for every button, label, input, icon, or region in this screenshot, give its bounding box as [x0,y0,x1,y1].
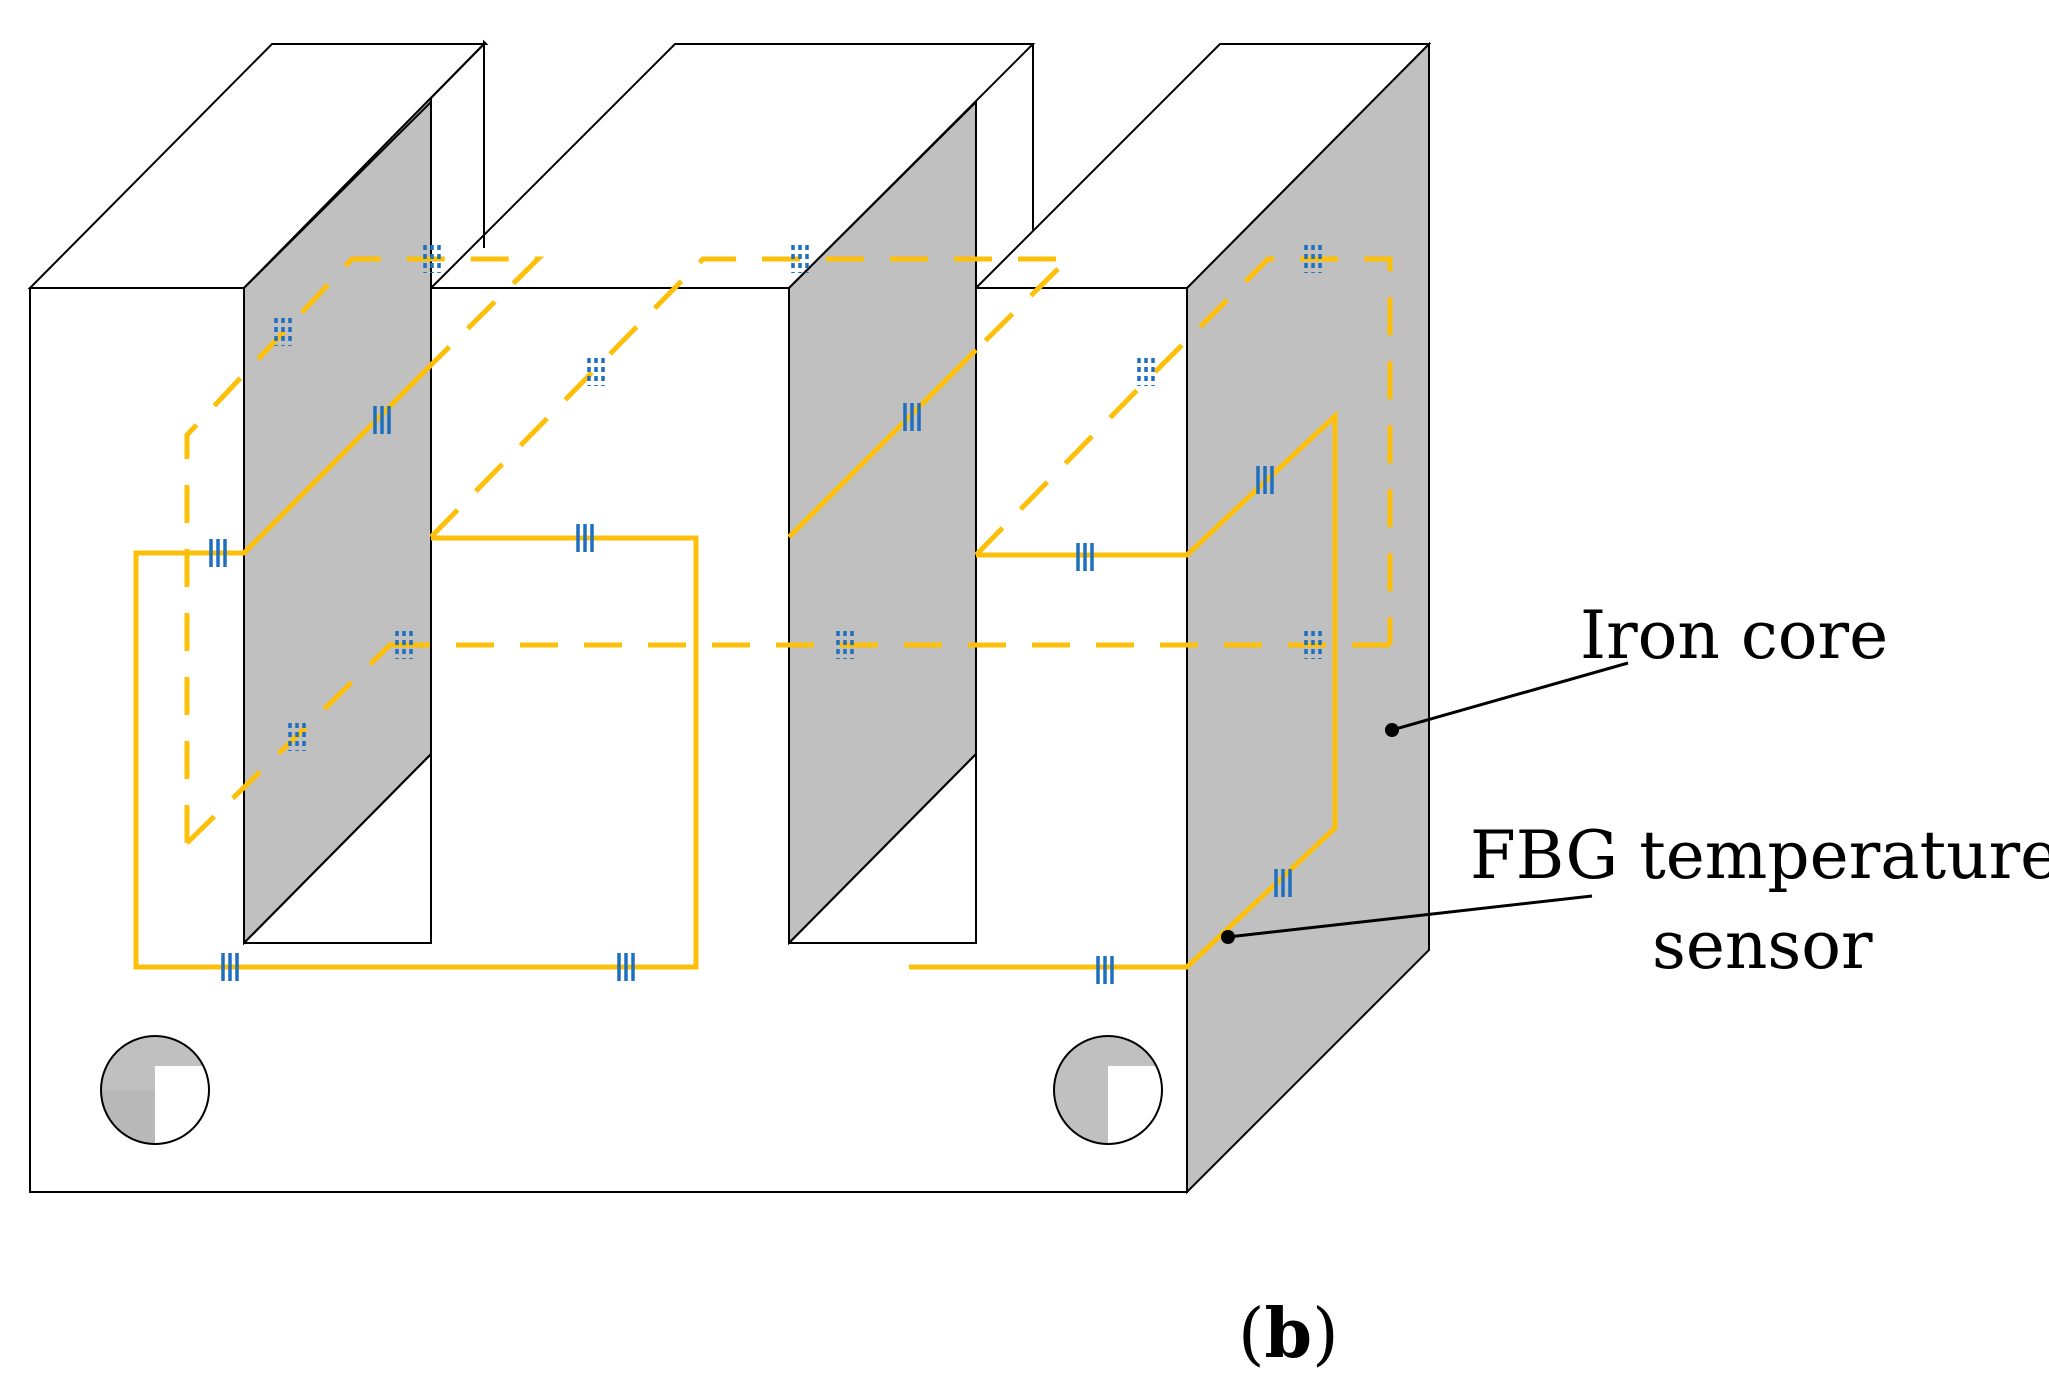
grating-mark-icon [423,245,441,273]
grating-mark-icon [836,631,854,659]
visible-middle-diagonal [787,348,978,539]
leader-dot-icon [1221,930,1235,944]
iron-core-callout: Iron core [1385,597,1888,737]
grating-mark-icon [576,524,594,552]
grating-mark-icon [1274,869,1292,897]
grating-mark-icon [221,953,239,981]
grating-mark-icon [1096,956,1114,984]
grating-mark-icon [1304,245,1322,273]
sensor-marks-solid [209,403,1292,984]
grating-mark-icon [1304,631,1322,659]
hidden-loop-middle [429,256,1075,539]
core-front-face [29,287,1188,1193]
grating-mark-icon [1076,543,1094,571]
hidden-loop-left [184,256,545,843]
panel-label-letter: b [1265,1294,1313,1374]
panel-label-open: ( [1238,1295,1265,1374]
fbg-sensor-callout: FBG temperature sensor [1221,817,2049,984]
grating-mark-icon [288,723,306,751]
grating-mark-icon [1256,466,1274,494]
left-window-diagonal [243,753,432,944]
visible-left-loop [133,363,699,970]
visible-right-segment [909,410,1338,970]
grating-mark-icon [903,403,921,431]
iron-core-label: Iron core [1580,597,1888,674]
grating-mark-icon [617,953,635,981]
bolt-hole-left [100,1035,210,1145]
panel-label-close: ) [1312,1295,1339,1374]
fiber-visible-path [133,348,1338,970]
right-window-diagonal [788,753,977,944]
panel-label: (b) [1238,1294,1339,1374]
hidden-loop-right [974,256,1393,645]
leader-dot-icon [1385,723,1399,737]
grating-mark-icon [791,245,809,273]
fbg-leader-line [1227,894,1593,939]
iron-core-leader-line [1391,661,1629,732]
iron-core-body [27,39,1432,1195]
grating-mark-icon [587,358,605,386]
grating-mark-icon [395,631,413,659]
sensor-marks-hidden [274,245,1322,751]
bolt-hole-right [1053,1035,1163,1145]
grating-mark-icon [373,406,391,434]
grating-mark-icon [1137,358,1155,386]
grating-mark-icon [274,318,292,346]
grating-mark-icon [209,539,227,567]
fbg-label-line2: sensor [1652,907,1873,984]
fbg-label-line1: FBG temperature [1470,817,2049,894]
